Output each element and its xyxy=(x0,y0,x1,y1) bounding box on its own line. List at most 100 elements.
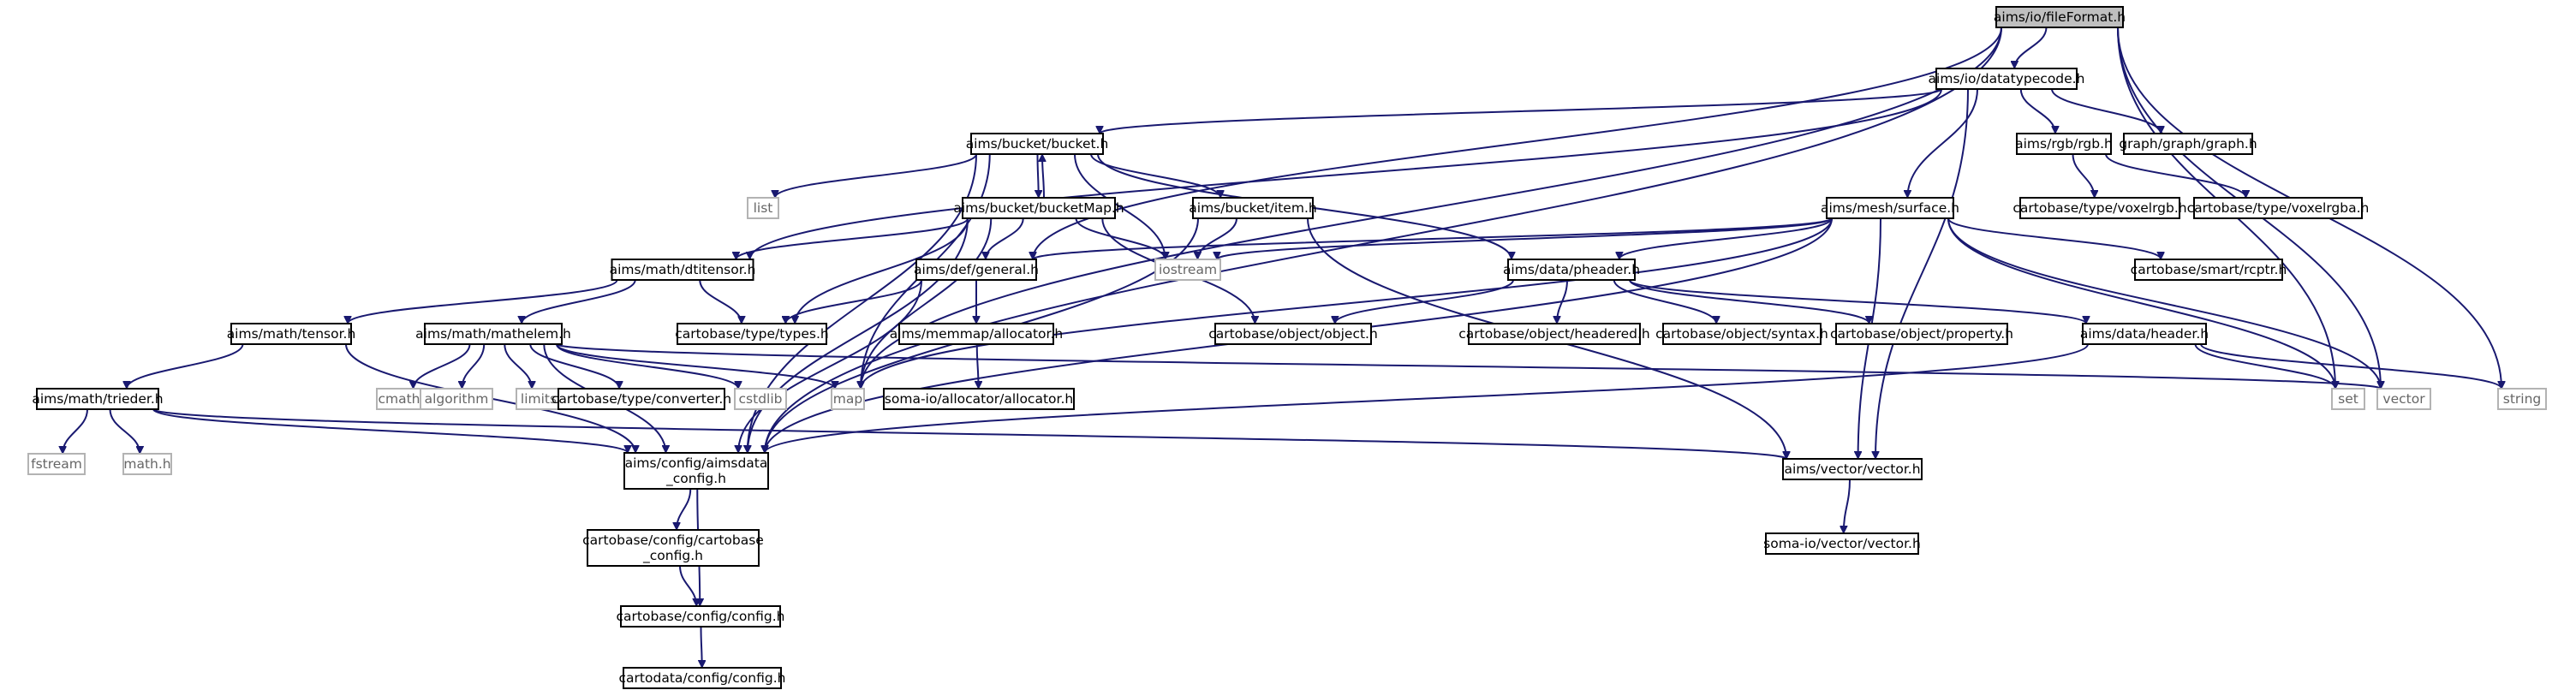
node-label: cartobase/config/cartobase xyxy=(582,532,764,548)
node-box xyxy=(516,388,562,410)
node-label: string xyxy=(2503,391,2542,407)
edge-mathelem-to-map xyxy=(556,343,835,390)
node-tensor[interactable]: aims/math/tensor.h xyxy=(227,323,356,345)
node-label: aims/mesh/surface.h xyxy=(1821,200,1959,216)
node-box xyxy=(420,388,493,410)
node-bucket[interactable]: aims/bucket/bucket.h xyxy=(966,133,1109,155)
node-fstream: fstream xyxy=(27,453,86,475)
node-general[interactable]: aims/def/general.h xyxy=(914,259,1039,281)
edge-trieder-to-fstream xyxy=(63,408,88,455)
node-types[interactable]: cartobase/type/types.h xyxy=(675,323,829,345)
node-box xyxy=(230,323,352,345)
edge-mathelem-to-vector xyxy=(556,343,2381,390)
edge-mathelem-to-limits xyxy=(504,343,532,390)
node-surface[interactable]: aims/mesh/surface.h xyxy=(1821,197,1959,219)
node-item[interactable]: aims/bucket/item.h xyxy=(1189,197,1317,219)
node-label: map xyxy=(833,391,862,407)
node-box xyxy=(747,197,779,219)
edge-tensor-to-trieder xyxy=(127,343,244,390)
node-box xyxy=(1782,458,1923,480)
node-label: limits xyxy=(521,391,557,407)
node-box xyxy=(623,452,769,490)
edge-trieder-to-mathh xyxy=(109,408,140,455)
node-root[interactable]: aims/io/fileFormat.h xyxy=(1994,6,2126,28)
node-somavector[interactable]: soma-io/vector/vector.h xyxy=(1763,532,1921,555)
node-cd_config[interactable]: cartodata/config/config.h xyxy=(619,667,786,689)
node-datatypecode[interactable]: aims/io/datatypecode.h xyxy=(1929,68,2085,90)
node-box xyxy=(970,133,1104,155)
node-rgb[interactable]: aims/rgb/rgb.h xyxy=(2015,133,2113,155)
node-list: list xyxy=(747,197,779,219)
edge-item-to-iostream xyxy=(1197,217,1237,260)
node-property[interactable]: cartobase/object/property.h xyxy=(1830,323,2013,345)
edge-trieder-to-aimsdata_config xyxy=(152,408,628,454)
node-label: aims/bucket/bucketMap.h xyxy=(953,200,1124,216)
node-label: cartobase/config/config.h xyxy=(617,609,785,624)
node-rcptr[interactable]: cartobase/smart/rcptr.h xyxy=(2131,259,2287,281)
node-label: aims/bucket/item.h xyxy=(1189,200,1316,216)
node-label: aims/io/fileFormat.h xyxy=(1994,9,2126,25)
node-label: cartobase/object/object.h xyxy=(1208,326,1378,342)
node-aimsvector[interactable]: aims/vector/vector.h xyxy=(1782,458,1923,480)
node-mathelem[interactable]: aims/math/mathelem.h xyxy=(415,323,571,345)
node-label: aims/math/dtitensor.h xyxy=(610,262,756,277)
node-box xyxy=(962,197,1116,219)
edge-datatypecode-to-dtitensor xyxy=(750,88,1942,260)
edge-mathelem-to-converter xyxy=(529,343,619,390)
edge-pheader-to-header xyxy=(1629,279,2086,324)
edge-surface-to-vector xyxy=(1947,217,2381,389)
edge-bucket-to-bucketmap xyxy=(1038,153,1039,198)
edge-aimsvector-to-somavector xyxy=(1844,479,1851,533)
node-bucketmap[interactable]: aims/bucket/bucketMap.h xyxy=(953,197,1124,219)
node-box xyxy=(898,323,1054,345)
node-object[interactable]: cartobase/object/object.h xyxy=(1208,323,1378,345)
node-label: aims/math/trieder.h xyxy=(32,391,163,407)
node-box xyxy=(883,388,1075,410)
edge-datatypecode-to-graphh xyxy=(2051,88,2161,134)
edge-aimsdata_config-to-cartobase_config xyxy=(677,488,692,531)
node-header[interactable]: aims/data/header.h xyxy=(2080,323,2209,345)
node-graphh[interactable]: graph/graph/graph.h xyxy=(2119,133,2257,155)
node-dtitensor[interactable]: aims/math/dtitensor.h xyxy=(610,259,756,281)
node-cmath: cmath xyxy=(376,388,422,410)
node-set: set xyxy=(2331,388,2365,410)
node-box xyxy=(1662,323,1822,345)
node-label: aims/math/mathelem.h xyxy=(415,326,571,342)
node-label: _config.h xyxy=(665,471,726,487)
node-box xyxy=(2082,323,2207,345)
node-box xyxy=(1214,323,1372,345)
node-trieder[interactable]: aims/math/trieder.h xyxy=(32,388,164,410)
node-syntax[interactable]: cartobase/object/syntax.h xyxy=(1655,323,1828,345)
edge-datatypecode-to-aimsvector xyxy=(1875,88,1969,459)
node-box xyxy=(831,388,865,410)
edge-bucketmap-to-map xyxy=(861,217,993,389)
node-box xyxy=(1826,197,1954,219)
node-box xyxy=(620,605,781,628)
edge-datatypecode-to-rgb xyxy=(2019,88,2055,134)
edge-surface-to-set xyxy=(1947,217,2335,389)
node-voxelrgb[interactable]: cartobase/type/voxelrgb.h xyxy=(2012,197,2187,219)
node-algorithm: algorithm xyxy=(420,388,493,410)
edge-dtitensor-to-types xyxy=(699,279,742,324)
node-converter[interactable]: cartobase/type/converter.h xyxy=(552,388,731,410)
node-pheader[interactable]: aims/data/pheader.h xyxy=(1503,259,1640,281)
node-label: cmath xyxy=(378,391,420,407)
node-headered[interactable]: cartobase/object/headered.h xyxy=(1458,323,1650,345)
edge-surface-to-pheader xyxy=(1619,217,1833,260)
node-voxelrgba[interactable]: cartobase/type/voxelrgba.h xyxy=(2187,197,2370,219)
node-box xyxy=(2019,197,2180,219)
edge-bucketmap-to-iostream xyxy=(1075,217,1166,260)
node-aimsdata_config[interactable]: aims/config/aimsdata_config.h xyxy=(623,452,769,490)
node-string: string xyxy=(2497,388,2547,410)
node-label: cartobase/type/voxelrgba.h xyxy=(2187,200,2370,216)
edge-bucketmap-to-aimsdata_config xyxy=(748,217,969,453)
edge-cartobase_config-to-cb_config xyxy=(679,565,696,607)
edge-root-to-datatypecode xyxy=(2014,27,2048,69)
node-somaalloc[interactable]: soma-io/allocator/allocator.h xyxy=(883,388,1075,410)
node-allocator[interactable]: aims/memmap/allocator.h xyxy=(890,323,1063,345)
edge-general-to-types xyxy=(785,279,922,324)
node-cartobase_config[interactable]: cartobase/config/cartobase_config.h xyxy=(582,529,764,567)
edge-bucketmap-to-bucket xyxy=(1042,154,1044,199)
node-label: set xyxy=(2338,391,2358,407)
node-cb_config[interactable]: cartobase/config/config.h xyxy=(617,605,785,628)
